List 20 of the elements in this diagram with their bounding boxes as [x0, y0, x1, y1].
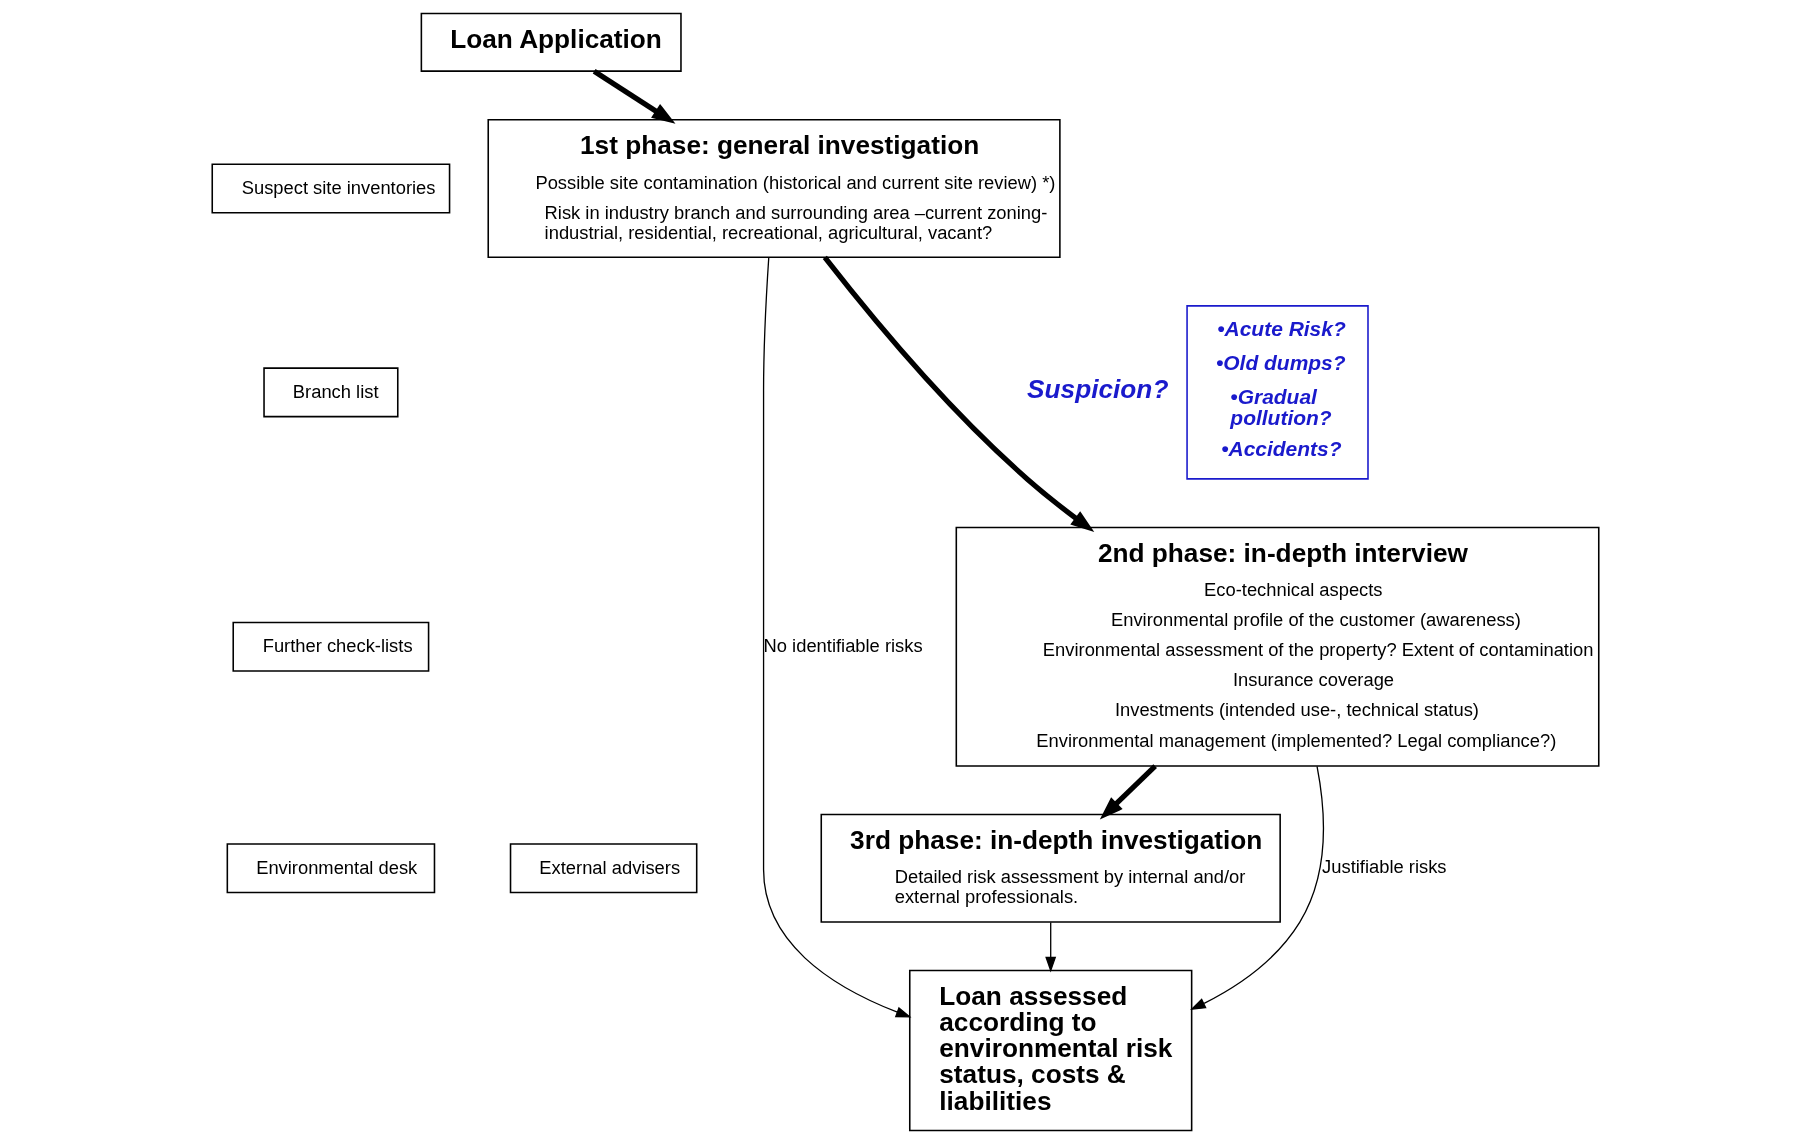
node-box: •Acute Risk? •Old dumps? •Gradual pollution? •Accidents? [1186, 305, 1369, 480]
node-box: Loan assessed according to environmental risk status, costs & liabilities [908, 969, 1193, 1132]
arrow [762, 257, 912, 1018]
arrow [1190, 765, 1324, 1011]
arrow [1045, 921, 1057, 973]
node-box: Further check-lists [232, 621, 430, 672]
arrow [822, 255, 1095, 532]
node-box: 3rd phase: in-depth investigation Detailed risk assessment by internal and/or external professionals. [820, 813, 1281, 923]
arrow [592, 69, 676, 124]
node-box: External advisers [509, 843, 698, 894]
edge-label: Justifiable risks [1322, 856, 1447, 878]
node-box: Loan Application [420, 12, 682, 72]
node-box: 1st phase: general investigation Possible site contamination (historical and current site review) *) Risk in industry branch and surrounding area –current zoning- industrial, residential, recreational, agricultural, vacant? [487, 118, 1061, 259]
edge-label: No identifiable risks [763, 634, 923, 656]
arrow [1099, 764, 1157, 820]
node-box: Branch list [263, 367, 399, 418]
node-box: 2nd phase: in-depth interview Eco-technical aspects Environmental profile of the customer (awareness) Environmental assessment of the property? Extent of contamination Insurance coverage Investments (intended use-, technical status) Environmental management (implemented? Legal compliance?) [955, 526, 1600, 767]
node-box: Suspect site inventories [211, 163, 451, 214]
edge-label: Suspicion? [1027, 373, 1169, 404]
node-box: Environmental desk [226, 843, 436, 894]
